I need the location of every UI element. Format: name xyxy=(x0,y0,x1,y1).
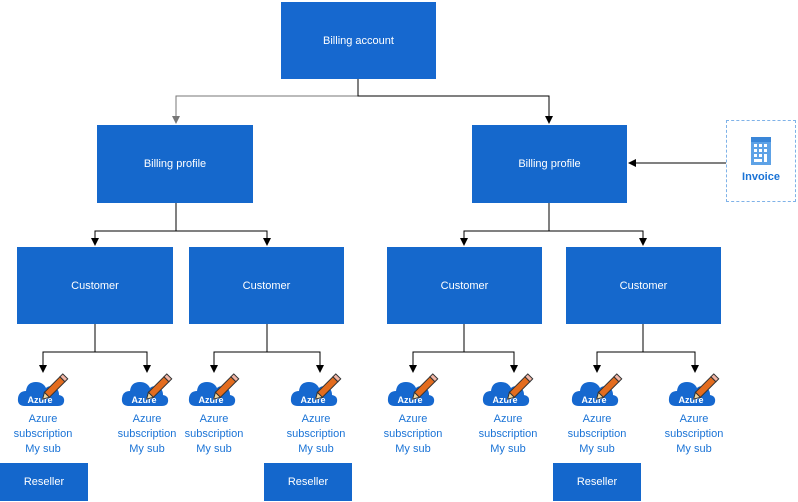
azure-cloud-pencil-icon: Azure xyxy=(121,373,173,406)
subscription-type: subscription xyxy=(383,428,443,440)
connector-profile1-customer1 xyxy=(91,203,177,246)
subscription-type: subscription xyxy=(567,428,627,440)
customer-box-2: Customer xyxy=(189,247,344,324)
subscription-2: Azure Azure subscription My sub xyxy=(107,366,187,457)
azure-cloud-pencil-icon: Azure xyxy=(387,373,439,406)
customer-label: Customer xyxy=(242,279,291,292)
connector-c4-sub7 xyxy=(593,324,644,373)
subscription-type: subscription xyxy=(286,428,346,440)
azure-cloud-pencil-icon: Azure xyxy=(290,373,342,406)
subscription-type: subscription xyxy=(478,428,538,440)
connector-account-profile-left xyxy=(172,79,359,124)
svg-text:Azure: Azure xyxy=(397,395,422,405)
connector-account-profile-right xyxy=(357,79,553,124)
svg-text:Azure: Azure xyxy=(678,395,703,405)
subscription-name: Azure xyxy=(493,413,523,425)
reseller-box-1: Reseller xyxy=(0,463,88,501)
svg-text:Azure: Azure xyxy=(581,395,606,405)
svg-text:Azure: Azure xyxy=(27,395,52,405)
billing-profile-label: Billing profile xyxy=(518,158,581,170)
billing-profile-label: Billing profile xyxy=(143,158,207,170)
reseller-label: Reseller xyxy=(576,476,618,488)
azure-cloud-pencil-icon: Azure xyxy=(188,373,240,406)
connector-c3-sub6 xyxy=(464,351,518,373)
customer-box-4: Customer xyxy=(566,247,721,324)
invoice-label: Invoice xyxy=(742,171,780,183)
invoice-node: Invoice xyxy=(726,120,796,202)
connector-c2-sub4 xyxy=(267,351,324,373)
connector-c4-sub8 xyxy=(643,351,699,373)
azure-cloud-pencil-icon: Azure xyxy=(668,373,720,406)
subscription-sub: My sub xyxy=(129,443,165,455)
connector-profile2-customer4 xyxy=(549,230,647,246)
subscription-type: subscription xyxy=(13,428,73,440)
subscription-sub: My sub xyxy=(395,443,431,455)
reseller-box-3: Reseller xyxy=(553,463,641,501)
customer-box-3: Customer xyxy=(387,247,542,324)
subscription-sub: My sub xyxy=(25,443,61,455)
subscription-sub: My sub xyxy=(196,443,232,455)
billing-profile-box-1: Billing profile xyxy=(97,125,253,203)
svg-text:Azure: Azure xyxy=(492,395,517,405)
svg-text:Azure: Azure xyxy=(198,395,223,405)
subscription-4: Azure Azure subscription My sub xyxy=(276,366,356,457)
subscription-sub: My sub xyxy=(676,443,712,455)
customer-box-1: Customer xyxy=(17,247,173,324)
subscription-sub: My sub xyxy=(298,443,334,455)
subscription-1: Azure Azure subscription My sub xyxy=(3,366,83,457)
subscription-type: subscription xyxy=(117,428,177,440)
billing-account-label: Billing account xyxy=(323,34,394,47)
connector-c2-sub3 xyxy=(210,324,268,373)
svg-text:Azure: Azure xyxy=(300,395,325,405)
subscription-name: Azure xyxy=(398,413,428,425)
connector-c1-sub2 xyxy=(95,351,151,373)
invoice-icon xyxy=(751,137,771,165)
subscription-3: Azure Azure subscription My sub xyxy=(174,366,254,457)
billing-profile-box-2: Billing profile xyxy=(472,125,627,203)
connector-profile2-customer3 xyxy=(460,203,550,246)
subscription-name: Azure xyxy=(582,413,612,425)
reseller-box-2: Reseller xyxy=(264,463,352,501)
subscription-name: Azure xyxy=(301,413,331,425)
subscription-6: Azure Azure subscription My sub xyxy=(468,366,548,457)
azure-cloud-pencil-icon: Azure xyxy=(17,373,69,406)
subscription-name: Azure xyxy=(199,413,229,425)
subscription-type: subscription xyxy=(664,428,724,440)
reseller-label: Reseller xyxy=(23,476,65,488)
azure-cloud-pencil-icon: Azure xyxy=(571,373,623,406)
subscription-name: Azure xyxy=(679,413,709,425)
subscription-name: Azure xyxy=(132,413,162,425)
subscription-5: Azure Azure subscription My sub xyxy=(373,366,453,457)
svg-text:Azure: Azure xyxy=(131,395,156,405)
connector-c1-sub1 xyxy=(39,324,96,373)
customer-label: Customer xyxy=(619,279,668,292)
subscription-name: Azure xyxy=(28,413,58,425)
customer-label: Customer xyxy=(71,279,119,292)
azure-cloud-pencil-icon: Azure xyxy=(482,373,534,406)
billing-account-box: Billing account xyxy=(281,2,436,79)
subscription-7: Azure Azure subscription My sub xyxy=(557,366,637,457)
subscription-sub: My sub xyxy=(490,443,526,455)
subscription-sub: My sub xyxy=(579,443,615,455)
subscription-type: subscription xyxy=(184,428,244,440)
reseller-label: Reseller xyxy=(287,476,329,488)
connector-c3-sub5 xyxy=(409,324,465,373)
subscription-8: Azure Azure subscription My sub xyxy=(654,366,734,457)
connector-profile1-customer2 xyxy=(176,230,271,246)
customer-label: Customer xyxy=(440,279,489,292)
